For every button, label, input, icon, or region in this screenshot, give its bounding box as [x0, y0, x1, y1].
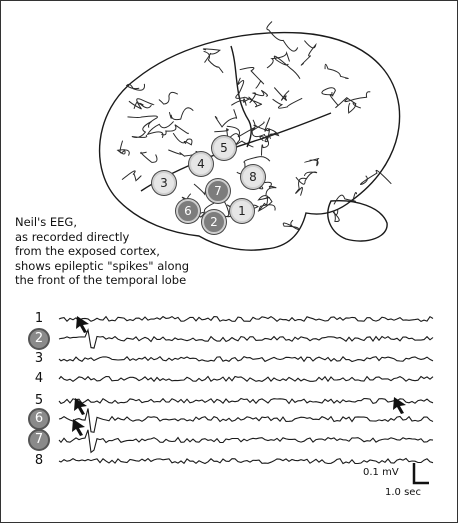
gyrus-line [266, 21, 299, 52]
gyrus-line [272, 97, 303, 109]
brain-outline [98, 31, 401, 251]
gyrus-line [146, 121, 174, 138]
eeg-trace-6 [58, 408, 434, 433]
gyrus-line [202, 48, 221, 63]
gyrus-line [259, 136, 270, 156]
trace-label-1: 1 [34, 311, 44, 326]
gyrus-line [131, 121, 152, 138]
gyrus-line [121, 170, 142, 182]
electrode-marker-2: 2 [202, 210, 226, 234]
spike-arrow-icon [72, 419, 85, 436]
gyrus-line [249, 89, 268, 104]
gyrus-line [347, 101, 361, 114]
gyrus-line [295, 177, 307, 196]
gyrus-line [127, 115, 158, 128]
gyrus-line [125, 83, 145, 91]
electrode-marker-4: 4 [189, 152, 213, 176]
caption-text: Neil's EEG, as recorded directly from th… [15, 215, 190, 287]
gyrus-line [329, 94, 357, 109]
gyrus-line [172, 132, 193, 146]
gyrus-line [161, 124, 189, 136]
gyrus-line [304, 157, 320, 167]
gyrus-line [264, 117, 280, 140]
gyrus-line [116, 140, 130, 156]
gyrus-line [359, 169, 392, 185]
gyrus-line [282, 219, 300, 231]
eeg-trace-8 [58, 457, 434, 465]
electrode-marker-8: 8 [241, 165, 265, 189]
gyrus-line [245, 96, 263, 108]
gyrus-line [239, 67, 265, 89]
gyrus-line [344, 91, 371, 103]
gyrus-line [273, 87, 290, 101]
eeg-trace-1 [58, 315, 434, 323]
cerebellum [327, 200, 388, 242]
gyrus-line [158, 91, 179, 105]
scale-bar [412, 463, 429, 485]
trace-label-8: 8 [34, 453, 44, 468]
trace-label-5: 5 [34, 393, 44, 408]
scale-amplitude: 0.1 mV [363, 467, 399, 478]
spike-arrow-icon [76, 316, 89, 333]
trace-label-4: 4 [34, 371, 44, 386]
gyrus-line [251, 121, 277, 138]
gyrus-line [140, 151, 158, 163]
electrode-marker-5: 5 [212, 136, 236, 160]
electrode-marker-1: 1 [230, 199, 254, 223]
gyrus-line [266, 51, 290, 69]
gyrus-line [324, 63, 349, 80]
gyrus-line [168, 107, 194, 121]
electrode-marker-6: 6 [176, 199, 200, 223]
gyrus-line [226, 119, 256, 138]
trace-label-2: 2 [28, 328, 50, 350]
trace-label-3: 3 [34, 351, 44, 366]
gyrus-line [214, 109, 238, 128]
trace-label-7: 7 [28, 429, 50, 451]
eeg-trace-5 [58, 397, 434, 405]
gyrus-line [333, 192, 358, 205]
gyrus-line [332, 209, 340, 222]
gyrus-line [261, 181, 277, 196]
gyrus-line [133, 101, 152, 109]
electrode-marker-7: 7 [206, 179, 230, 203]
gyrus-line [295, 171, 318, 185]
gyrus-line [273, 55, 301, 79]
gyrus-line [257, 195, 273, 212]
scale-time: 1.0 sec [385, 487, 421, 498]
eeg-trace-7 [58, 429, 434, 454]
gyrus-line [235, 77, 246, 99]
electrode-marker-3: 3 [152, 171, 176, 195]
eeg-trace-2 [58, 327, 434, 349]
spike-arrow-icon [74, 398, 87, 415]
gyrus-line [300, 40, 317, 66]
central-sulcus [230, 45, 252, 148]
eeg-trace-3 [58, 355, 434, 363]
trace-label-6: 6 [28, 408, 50, 430]
spike-arrow-icon [393, 397, 406, 414]
gyrus-line [203, 50, 224, 74]
eeg-trace-4 [58, 375, 434, 383]
